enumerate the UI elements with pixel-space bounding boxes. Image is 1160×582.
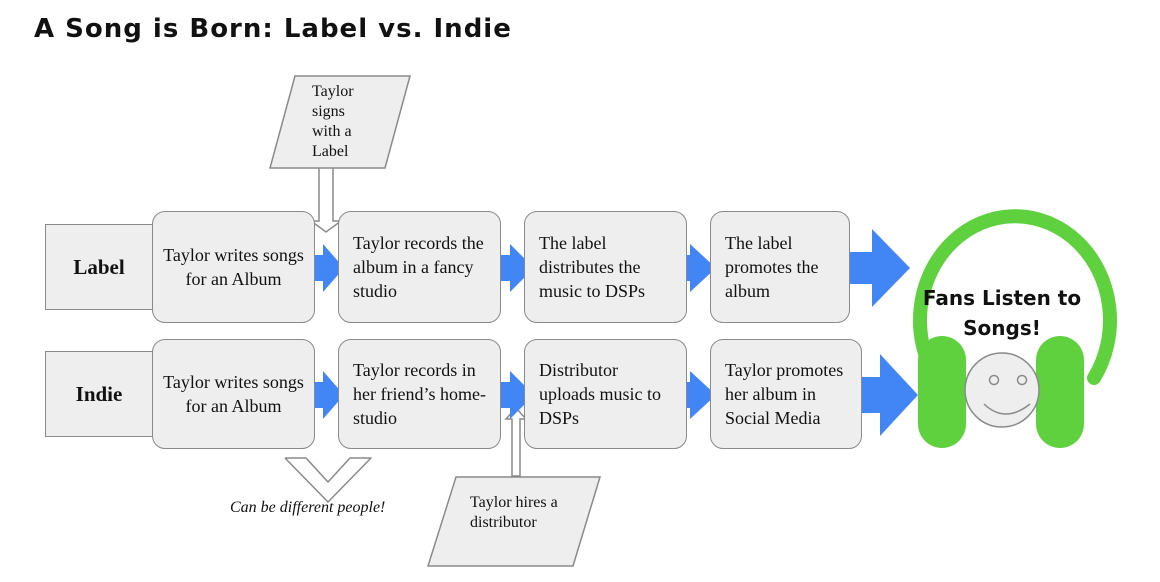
- down-arrow: [308, 166, 344, 233]
- up-arrow: [504, 406, 528, 477]
- outcome-fans-listen: Fans Listen to Songs!: [922, 286, 1082, 340]
- note-signs-label: Taylor signs with a Label: [312, 83, 354, 160]
- note-shape-signs-label: [269, 75, 411, 169]
- label-step-promote: The label promotes the album: [710, 211, 850, 323]
- arrow-label-4: [845, 229, 910, 307]
- label-step-distribute: The label distributes the music to DSPs: [524, 211, 687, 323]
- label-step-distribute-text: The label distributes the music to DSPs: [539, 233, 646, 301]
- indie-step-promote-text: Taylor promotes her album in Social Medi…: [725, 360, 844, 428]
- row-label-label: Label: [45, 224, 153, 310]
- chevron-connector: [284, 457, 372, 503]
- arrow-indie-4: [850, 354, 918, 436]
- label-step-write-text: Taylor writes songs for an Album: [163, 245, 304, 289]
- indie-step-record-text: Taylor records in her friend’s home-stud…: [353, 360, 486, 428]
- indie-step-promote: Taylor promotes her album in Social Medi…: [710, 339, 862, 449]
- label-step-write: Taylor writes songs for an Album: [152, 211, 315, 323]
- headphones-icon: [913, 209, 1117, 448]
- label-step-record-text: Taylor records the album in a fancy stud…: [353, 233, 484, 301]
- label-step-promote-text: The label promotes the album: [725, 233, 819, 301]
- note-shape-hires-distributor: [426, 476, 602, 567]
- diagram-title: A Song is Born: Label vs. Indie: [34, 14, 512, 44]
- indie-step-record: Taylor records in her friend’s home-stud…: [338, 339, 501, 449]
- smiley-face-icon: [964, 352, 1040, 428]
- row-label-indie: Indie: [45, 351, 153, 437]
- note-different-people: Can be different people!: [230, 499, 386, 516]
- indie-step-distribute-text: Distributor uploads music to DSPs: [539, 360, 661, 428]
- note-hires-distributor: Taylor hires a distributor: [470, 494, 558, 531]
- label-step-record: Taylor records the album in a fancy stud…: [338, 211, 501, 323]
- indie-step-write-text: Taylor writes songs for an Album: [163, 372, 304, 416]
- indie-step-distribute: Distributor uploads music to DSPs: [524, 339, 687, 449]
- indie-step-write: Taylor writes songs for an Album: [152, 339, 315, 449]
